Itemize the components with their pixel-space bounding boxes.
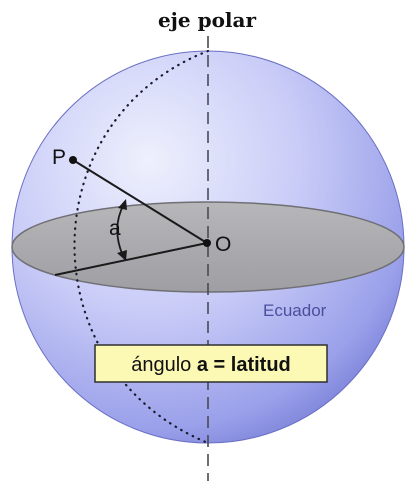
caption-prefix: ángulo (131, 354, 197, 376)
angle-label: a (109, 217, 121, 240)
radius-equator (54, 242, 208, 276)
caption-equals: = (208, 354, 231, 376)
angle-arrow-top (118, 199, 127, 210)
point-o (203, 239, 211, 247)
equator-label: Ecuador (263, 301, 327, 320)
axis-label: eje polar (158, 8, 257, 32)
radius-op (72, 159, 208, 244)
caption-term: latitud (231, 354, 291, 376)
caption-text: ángulo a = latitud (131, 354, 291, 376)
caption-box (94, 344, 328, 383)
center-o-label: O (215, 233, 231, 256)
point-p (69, 156, 77, 164)
point-p-label: P (52, 146, 66, 169)
angle-arrow-bottom (117, 250, 127, 261)
caption-var: a (197, 354, 209, 376)
